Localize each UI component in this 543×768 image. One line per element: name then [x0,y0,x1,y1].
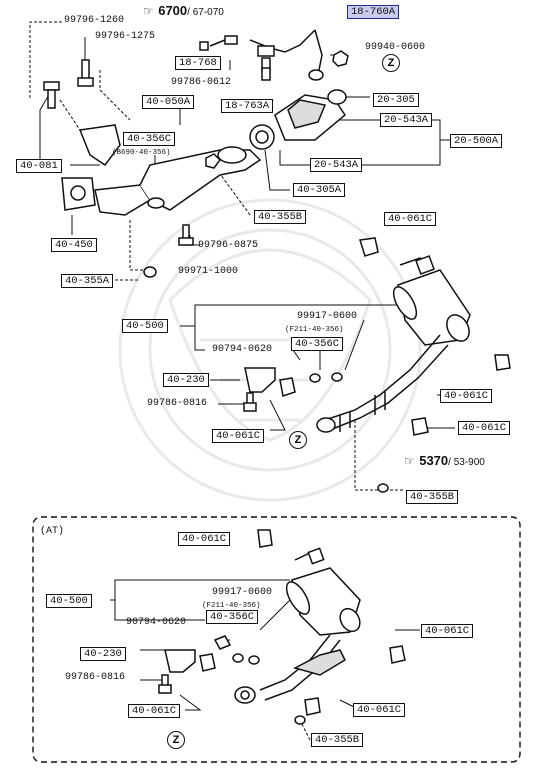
bolt-99786-0612 [261,67,271,81]
box-40-081[interactable]: 40-081 [16,159,62,173]
bolt-99796-0875 [178,224,194,246]
box-40-355B-b[interactable]: 40-355B [406,490,459,504]
hanger-40-230-a [244,367,276,393]
at-enclosure [32,516,521,763]
connector-18-768 [199,35,238,51]
box-18-763A[interactable]: 18-763A [221,99,274,113]
box-40-230-a[interactable]: 40-230 [163,373,209,387]
rubber-40-061C-b [279,377,296,397]
label-99940-0600: 99940-0600 [365,42,426,53]
nut-40-355B-upper [205,153,221,169]
front-pipe-40-050A [94,146,262,216]
rubber-40-061C-g [389,645,406,664]
box-18-768[interactable]: 18-768 [175,56,221,70]
ref-5370-number: 5370 [419,453,449,468]
label-90794-0620-b: 90794-0620 [126,617,187,628]
label-99796-0875: 99796-0875 [198,240,259,251]
box-40-500-a[interactable]: 40-500 [122,319,168,333]
main-silencer-40-500-at [234,547,361,704]
box-40-450[interactable]: 40-450 [51,238,97,252]
label-99917-0600-a: 99917-0600 [297,311,358,322]
hanger-40-230-b [164,649,196,673]
label-90794-0620-a: 90794-0620 [212,344,273,355]
box-20-543A-b[interactable]: 20-543A [310,158,363,172]
ref-6700[interactable]: ☞ 6700/ 67-070 [143,4,224,20]
ref-5370-sub: / 53-900 [448,457,485,468]
z-marker-mid: Z [289,431,307,449]
pointing-hand-icon: ☞ [143,4,154,18]
label-f211-a: (F211-40-356) [285,326,344,334]
hanger-rubber-40-061C-a [359,237,379,257]
label-99971-1000: 99971-1000 [178,266,239,277]
nut-99917-0600-mid [331,372,343,382]
z-marker-top: Z [382,54,400,72]
box-40-500-b[interactable]: 40-500 [46,594,92,608]
pointing-hand-icon: ☞ [404,454,415,468]
box-40-061C-a[interactable]: 40-061C [384,212,437,226]
catalytic-converter [249,89,347,150]
box-40-061C-b[interactable]: 40-061C [212,429,265,443]
bolt-90794-0620-at [213,635,232,650]
rubber-40-061C-f [199,653,216,672]
rubber-40-061C-e [257,529,273,548]
box-20-305[interactable]: 20-305 [373,93,419,107]
rubber-40-061C-c [494,354,511,371]
nut-40-355B-mid [377,483,389,493]
main-silencer-40-500 [316,255,471,433]
gasket-40-450 [61,177,96,211]
box-40-061C-c[interactable]: 40-061C [440,389,493,403]
ref-6700-number: 6700 [158,3,188,18]
ref-6700-sub: / 67-070 [187,7,224,18]
bolt-99796-1260 [43,81,60,109]
ref-5370[interactable]: ☞ 5370/ 53-900 [404,454,485,470]
nut-40-356C-at [232,653,244,663]
box-40-356C-c[interactable]: 40-356C [206,610,259,624]
box-40-061C-f[interactable]: 40-061C [128,704,181,718]
bolt-99786-0816-b [158,674,172,694]
box-20-543A-a[interactable]: 20-543A [380,113,433,127]
rubber-40-061C-d [411,417,429,436]
bracket-40-081 [78,124,121,167]
box-40-305A[interactable]: 40-305A [293,183,346,197]
box-40-050A[interactable]: 40-050A [142,95,195,109]
at-label: (AT) [40,526,65,537]
bolt-99786-0816-a [243,392,257,412]
box-40-355A[interactable]: 40-355A [61,274,114,288]
box-40-061C-e[interactable]: 40-061C [178,532,231,546]
label-99917-0600-b: 99917-0600 [212,587,273,598]
label-b690-40-356: (B690-40-356) [112,149,171,157]
box-40-061C-h[interactable]: 40-061C [353,703,406,717]
rubber-40-061C-h [304,697,321,716]
box-40-230-b[interactable]: 40-230 [80,647,126,661]
nut-99917-0600-at [248,655,260,665]
label-99786-0816-a: 99786-0816 [147,398,208,409]
oxygen-sensor-18-760A [249,29,324,81]
box-40-356C-a[interactable]: 40-356C [123,132,176,146]
box-40-061C-d[interactable]: 40-061C [458,421,511,435]
box-18-760A[interactable]: 18-760A [347,5,400,19]
box-40-061C-g[interactable]: 40-061C [421,624,474,638]
box-40-355B-a[interactable]: 40-355B [254,210,307,224]
box-40-355B-c[interactable]: 40-355B [311,733,364,747]
label-99796-1260: 99796-1260 [64,15,125,26]
nut-40-355B-at [294,715,306,725]
label-99786-0612: 99786-0612 [171,77,232,88]
label-f211-b: (F211-40-356) [202,602,261,610]
bolt-99796-1275 [77,59,94,87]
z-marker-bottom: Z [167,731,185,749]
nut-40-356C-mid [309,373,321,383]
box-40-356C-b[interactable]: 40-356C [291,337,344,351]
label-99786-0816-b: 99786-0816 [65,672,126,683]
nut-99971-1000 [143,266,157,278]
label-99796-1275: 99796-1275 [95,31,156,42]
nut-99940-0600 [332,50,349,67]
box-20-500A[interactable]: 20-500A [450,134,503,148]
